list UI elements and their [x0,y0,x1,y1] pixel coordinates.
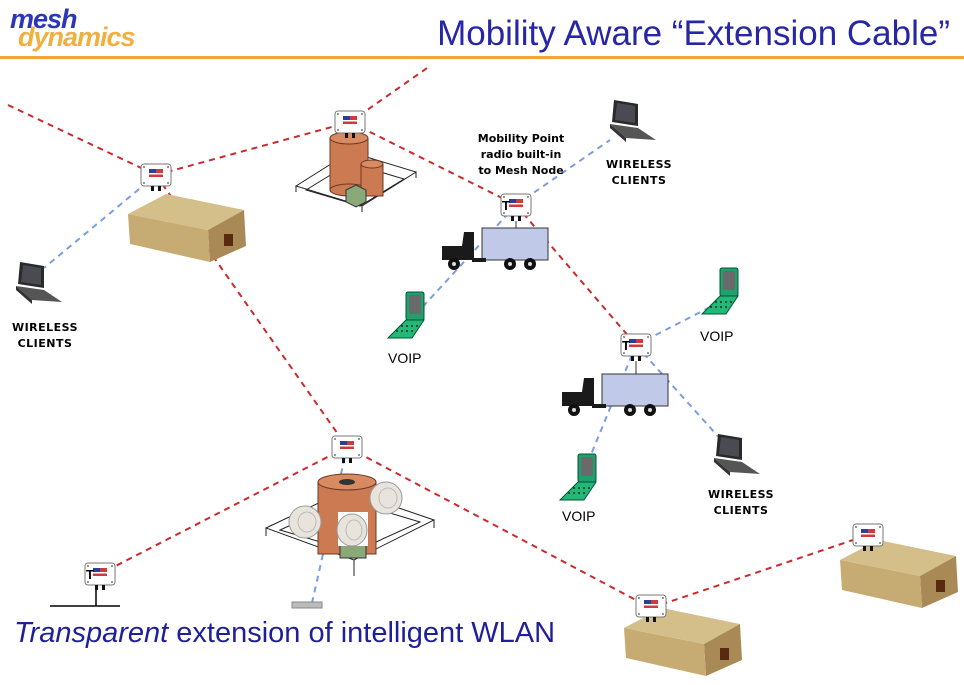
voip-label: VOIP [562,508,596,524]
truck-bottom [561,373,669,417]
wireless-clients-label-top: WIRELESS CLIENTS [594,157,684,189]
pole-ground-line [50,590,120,607]
mobility-point-line-1: Mobility Point [477,132,565,145]
voip-label: VOIP [388,350,422,366]
hut-left [128,194,246,262]
wireless-clients-line-1: WIRELESS [11,321,79,334]
voip-handset-icon [387,291,425,339]
wireless-clients-label-right: WIRELESS CLIENTS [696,487,786,519]
mesh-node-mobility-icon [85,563,115,590]
logo-word-dynamics: dynamics [18,22,136,52]
ground-pad [291,601,323,609]
wireless-clients-line-1: WIRELESS [707,488,775,501]
storage-tank-facility [294,131,418,212]
laptop-icon [610,100,656,142]
voip-label: VOIP [700,328,734,344]
voip-handset-icon [701,267,739,315]
hut-bottom [624,608,742,676]
laptop-icon [16,262,62,304]
wireless-clients-line-2: CLIENTS [713,504,769,517]
mesh-dynamics-logo: mesh dynamics [8,4,148,52]
page-title: Mobility Aware “Extension Cable” [437,14,950,53]
mesh-node-icon [331,435,363,464]
logo-word-mesh: mesh [10,4,78,34]
mobility-point-label: Mobility Point radio built-in to Mesh No… [458,131,584,179]
wireless-clients-line-2: CLIENTS [611,174,667,187]
laptop-icon [714,434,760,476]
footer-text: extension of intelligent WLAN [168,617,556,649]
title-underline [0,56,964,59]
footer-caption: Transparent extension of intelligent WLA… [14,617,555,650]
truck-top [441,227,549,271]
footer-emphasis: Transparent [14,617,169,649]
mesh-node-icon [140,163,172,192]
hut-right [840,540,958,608]
wireless-clients-line-1: WIRELESS [605,158,673,171]
mesh-tank-facility [264,473,436,576]
mobility-point-line-3: to Mesh Node [478,164,564,177]
wireless-clients-line-2: CLIENTS [17,337,73,350]
wireless-clients-label-left: WIRELESS CLIENTS [0,320,90,352]
mobility-point-line-2: radio built-in [480,148,562,161]
voip-handset-icon [559,453,597,501]
mesh-backhaul-links [7,65,869,609]
